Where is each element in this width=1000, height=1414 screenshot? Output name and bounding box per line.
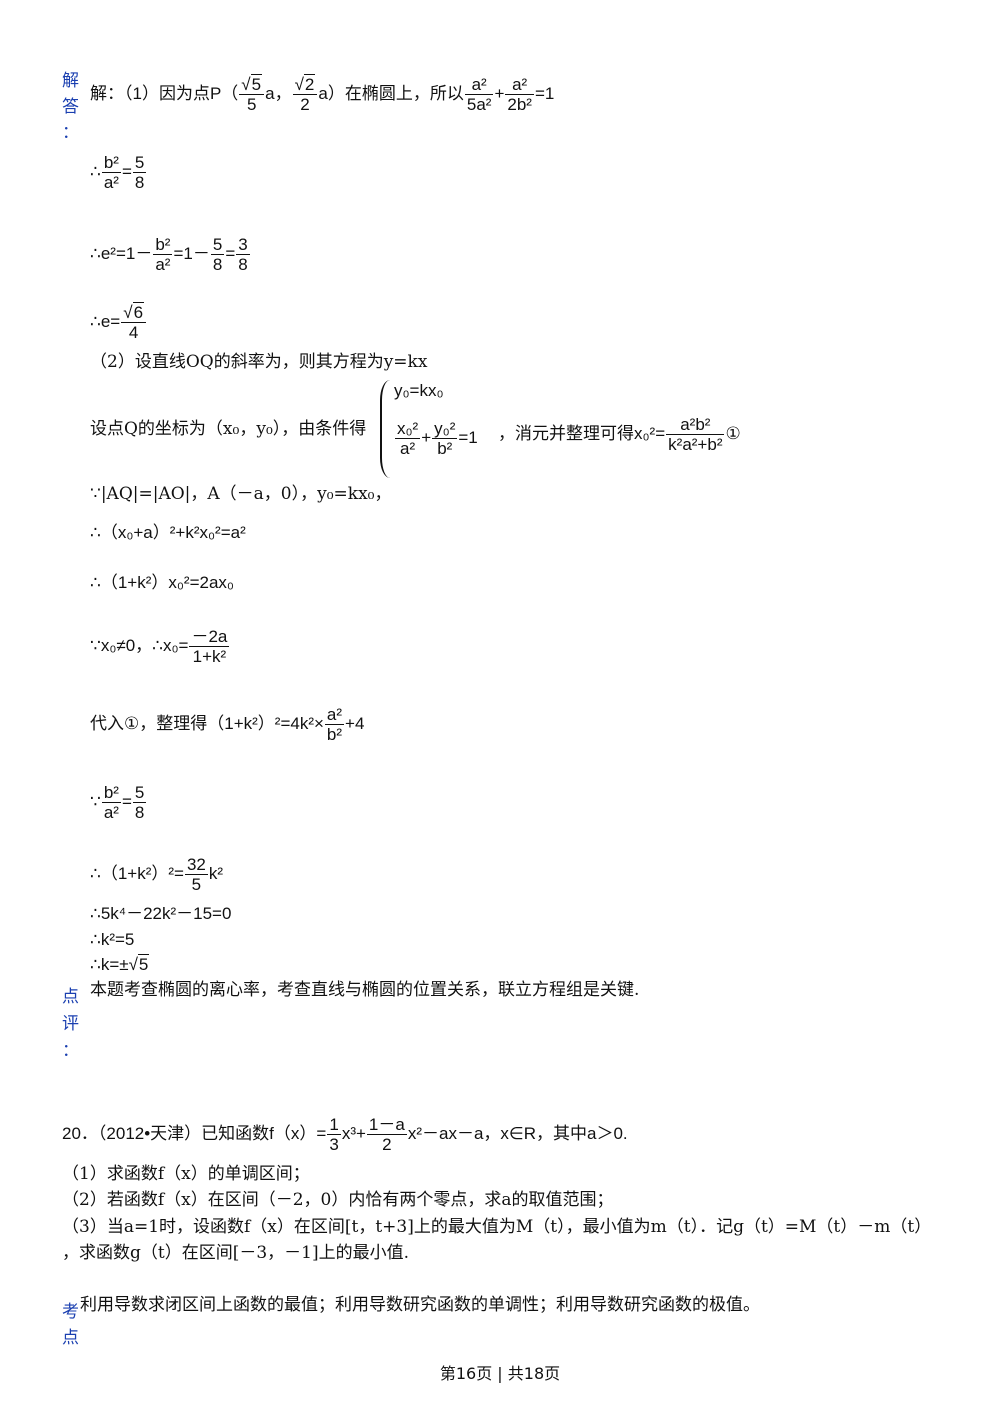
problem-20-q3a: （3）当a=1时，设函数f（x）在区间[t，t+3]上的最大值为M（t），最小值… [62, 1217, 932, 1237]
comment-label-char-3: ： [62, 1041, 79, 1061]
kaodian-text: 利用导数求闭区间上函数的最值；利用导数研究函数的单调性；利用导数研究函数的极值。 [80, 1295, 760, 1315]
comment-text: 本题考查椭圆的离心率，考查直线与椭圆的位置关系，联立方程组是关键. [90, 980, 640, 1000]
line1-mid: a， [265, 83, 292, 103]
comment-label-char-1: 点 [62, 987, 79, 1007]
solution-label-char-3: ： [62, 123, 79, 143]
solution-label-char-1: 解 [62, 71, 79, 91]
line1-end: a）在椭圆上，所以 [318, 83, 464, 103]
page-footer: 第16页 | 共18页 [439, 1364, 561, 1383]
solution-label-char-2: 答 [62, 97, 79, 117]
step-h: ∴k²=5 [90, 930, 135, 949]
problem-20-q1: （1）求函数f（x）的单调区间； [62, 1164, 310, 1184]
problem-20-q2: （2）若函数f（x）在区间（－2，0）内恰有两个零点，求a的取值范围； [62, 1190, 614, 1210]
step-i: ∴k=±√5 [90, 954, 150, 974]
circle-one-mark: ① [725, 423, 741, 443]
kaodian-label-char-2: 点 [62, 1328, 79, 1348]
system-brace [380, 380, 392, 478]
condition-line: ∵|AQ|=|AO|，A（－a，0），y₀=kx₀， [90, 484, 392, 504]
line1-tail: =1 [534, 83, 555, 103]
set-q-text: 设点Q的坐标为（x₀，y₀），由条件得 [90, 419, 367, 439]
kaodian-label-char-1: 考 [62, 1302, 79, 1322]
system-eq-1: y₀=kx₀ [394, 381, 444, 400]
step-b: ∴（1+k²）x₀²=2ax₀ [90, 573, 234, 592]
problem-20-q3b: ，求函数g（t）在区间[－3，－1]上的最小值. [62, 1243, 410, 1263]
comment-label-char-2: 评 [62, 1014, 79, 1034]
part2-line: （2）设直线OQ的斜率为，则其方程为y=kx [90, 352, 428, 372]
line1-prefix: 解：（1）因为点P（ [90, 83, 239, 103]
step-g: ∴5k⁴－22k²－15=0 [90, 904, 232, 923]
step-a: ∴（x₀+a）²+k²x₀²=a² [90, 523, 246, 542]
